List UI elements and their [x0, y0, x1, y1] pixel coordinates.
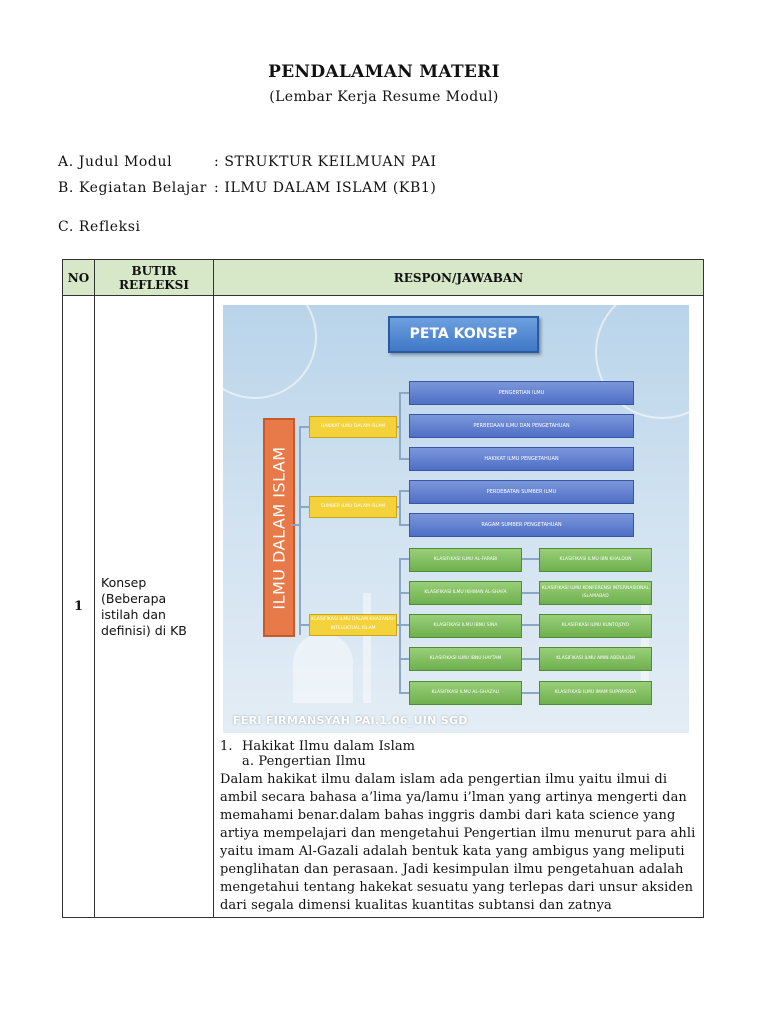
concept-node: HAKIKAT ILMU PENGETAHUAN: [409, 447, 634, 471]
header-respon: RESPON/JAWABAN: [213, 259, 704, 296]
minaret-silhouette: [363, 593, 371, 703]
concept-node: PERBEDAAN ILMU DAN PENGETAHUAN: [409, 414, 634, 438]
info-judul-modul: A. Judul Modul : STRUKTUR KEILMUAN PAI: [58, 154, 437, 170]
concept-node: KLASIFIKASI ILMU KUNTOJOYO: [539, 614, 652, 638]
table-header-row: NO BUTIR REFLEKSI RESPON/JAWABAN: [62, 259, 704, 296]
info-kegiatan-belajar: B. Kegiatan Belajar : ILMU DALAM ISLAM (K…: [58, 180, 436, 196]
info-label: C. Refleksi: [58, 219, 141, 235]
concept-node: KLASIFIKASI ILMU KONFERENSI INTERNASIONA…: [539, 581, 652, 605]
concept-node: KLASIFIKASI ILMU AL-GHAZALI: [409, 681, 522, 705]
response-subheading: a. Pengertian Ilmu: [242, 754, 366, 769]
concept-group-sumber: SUMBER ILMU DALAM ISLAM: [309, 496, 397, 518]
response-text: 1.Hakikat Ilmu dalam Islam a. Pengertian…: [214, 733, 703, 917]
response-paragraph: Dalam hakikat ilmu dalam islam ada penge…: [220, 772, 696, 913]
response-heading: 1.Hakikat Ilmu dalam Islam: [220, 739, 416, 754]
concept-node: PENGERTIAN ILMU: [409, 381, 634, 405]
info-refleksi: C. Refleksi: [58, 219, 214, 235]
concept-node: KLASIFIKASI ILMU IMAM SUPRAYOGA: [539, 681, 652, 705]
page-title: PENDALAMAN MATERI: [268, 62, 500, 82]
concept-node: KLASIFIKASI ILMU AL-FARABI: [409, 548, 522, 572]
row-response: PETA KONSEP ILMU DALAM ISLAM: [213, 295, 704, 918]
info-value: : STRUKTUR KEILMUAN PAI: [214, 154, 437, 170]
concept-node: PERDEBATAN SUMBER ILMU: [409, 480, 634, 504]
concept-node: KLASIFIKASI ILMU IBN KHALDUN: [539, 548, 652, 572]
concept-node: KLASIFIKASI ILMU AMIN ABDULLOH: [539, 647, 652, 671]
concept-node: KLASIFIKASI ILMU IKHWAN AL-SHAFA: [409, 581, 522, 605]
ornament-decoration: [223, 305, 317, 399]
info-label: A. Judul Modul: [58, 154, 173, 170]
header-no: NO: [62, 259, 95, 296]
concept-map-root: ILMU DALAM ISLAM: [263, 418, 295, 637]
info-label: B. Kegiatan Belajar: [58, 180, 207, 196]
concept-group-hakikat: HAKIKAT ILMU DALAM ISLAM: [309, 416, 397, 438]
concept-node: RAGAM SUMBER PENGETAHUAN: [409, 513, 634, 537]
table-row: 1 Konsep (Beberapa istilah dan definisi)…: [62, 295, 704, 918]
row-number: 1: [62, 295, 95, 918]
concept-map-title: PETA KONSEP: [388, 316, 539, 353]
info-value: : ILMU DALAM ISLAM (KB1): [214, 180, 437, 196]
row-butir: Konsep (Beberapa istilah dan definisi) d…: [94, 295, 214, 918]
concept-node: KLASIFIKASI ILMU IBNU SINA: [409, 614, 522, 638]
concept-node: KLASIFIKASI ILMU IBNU HAYTAM: [409, 647, 522, 671]
page-subtitle: (Lembar Kerja Resume Modul): [269, 89, 499, 105]
header-butir: BUTIR REFLEKSI: [94, 259, 214, 296]
reflection-table: NO BUTIR REFLEKSI RESPON/JAWABAN 1 Konse…: [62, 259, 704, 918]
concept-group-klasifikasi: KLASIFIKASI ILMU DALAM KHAZANAH INTELEKT…: [309, 614, 397, 636]
concept-map-image: PETA KONSEP ILMU DALAM ISLAM: [223, 305, 689, 733]
mosque-silhouette: [293, 633, 353, 703]
image-credit: FERI FIRMANSYAH PAI.1.06_UIN SGD: [233, 714, 468, 727]
